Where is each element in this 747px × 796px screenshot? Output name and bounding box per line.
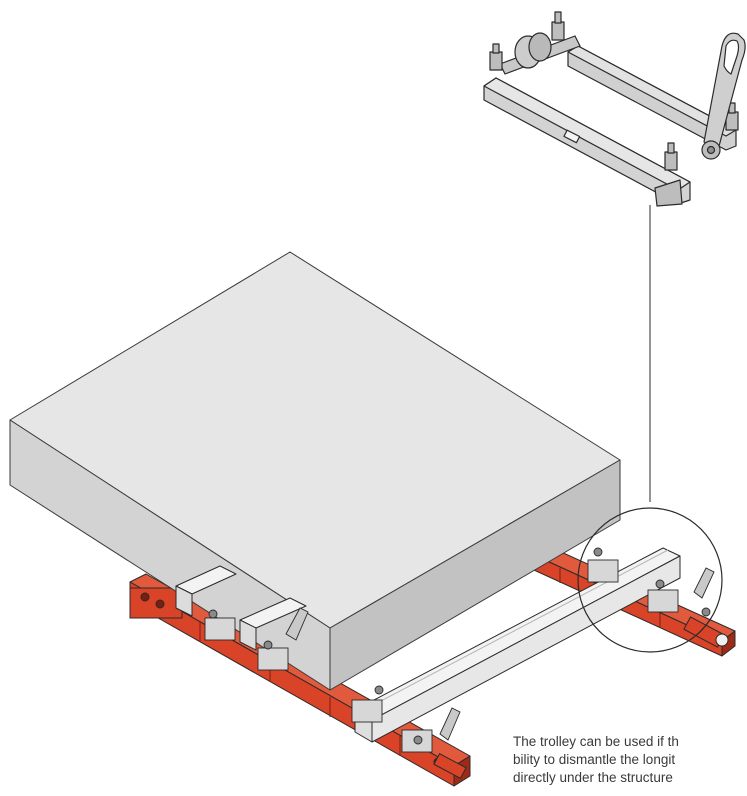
- rail-end-pins: [433, 616, 729, 779]
- caption-line-1: The trolley can be used if th: [513, 734, 679, 749]
- support-jacks: [204, 547, 715, 753]
- longitudinal-beams: [175, 547, 681, 743]
- detail-callout-circle: [577, 507, 723, 653]
- caption-line-2: bility to dismantle the longit: [513, 752, 676, 767]
- trolley-caption: The trolley can be used if th bility to …: [513, 733, 747, 787]
- detail-bolts: [489, 11, 739, 171]
- detail-view-trolley-end: [483, 11, 746, 207]
- slab-side: [329, 459, 621, 691]
- caption-line-3: directly under the structure: [513, 770, 673, 785]
